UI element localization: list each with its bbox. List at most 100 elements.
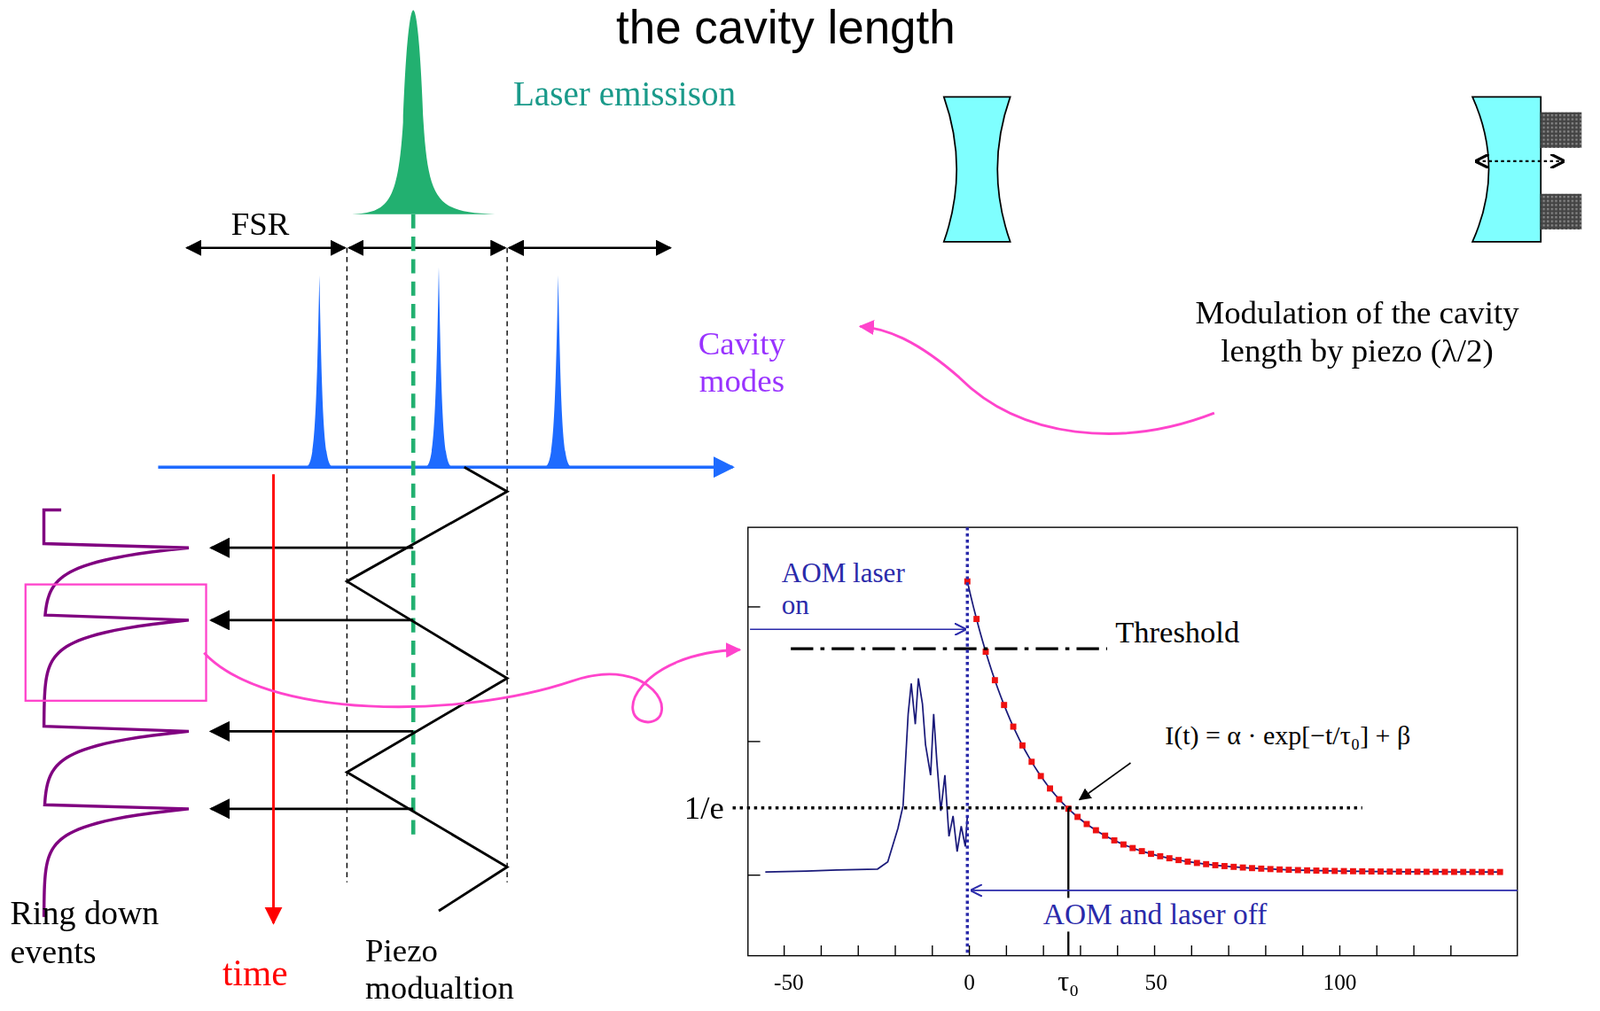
data-point xyxy=(1184,858,1191,866)
label: Ring down events xyxy=(10,895,200,973)
data-point xyxy=(1111,837,1118,844)
data-point xyxy=(1139,848,1146,855)
title: the cavity length xyxy=(616,0,956,55)
data-point xyxy=(1442,869,1449,876)
data-point xyxy=(1240,865,1247,872)
data-point xyxy=(1386,868,1393,875)
data-point xyxy=(1156,853,1163,860)
data-point xyxy=(1046,785,1054,792)
data-point xyxy=(1295,867,1302,875)
data-point xyxy=(1010,724,1017,731)
axis-tick xyxy=(1079,945,1081,957)
data-point xyxy=(1396,868,1403,875)
data-point xyxy=(1267,866,1274,873)
axis-tick xyxy=(894,945,896,957)
data-point xyxy=(1331,867,1338,875)
data-point xyxy=(1276,866,1283,874)
laser-line xyxy=(411,214,416,843)
data-point xyxy=(1432,868,1439,875)
axis-tick xyxy=(858,945,859,957)
data-point xyxy=(1194,859,1201,867)
laser-peak xyxy=(351,10,495,215)
data-point xyxy=(1478,869,1485,876)
label: FSR xyxy=(231,205,290,243)
data-point xyxy=(1230,864,1237,871)
highlight-box xyxy=(25,585,207,702)
data-point xyxy=(1459,869,1467,876)
pink-leader xyxy=(203,649,740,723)
label: τ₀ xyxy=(1057,965,1079,999)
decay-curve xyxy=(967,581,1500,873)
decay-points xyxy=(964,578,1504,876)
axis-tick xyxy=(1264,945,1266,957)
data-point xyxy=(1221,863,1228,870)
label: Piezo modualtion xyxy=(365,931,539,1007)
tick-label: 0 xyxy=(963,969,976,996)
axis-tick xyxy=(820,945,822,957)
data-point xyxy=(1451,869,1458,876)
data-point xyxy=(1248,865,1256,872)
data-point xyxy=(1350,868,1357,875)
pink-leader xyxy=(859,326,1214,434)
data-point xyxy=(1074,813,1081,820)
data-point xyxy=(1147,850,1155,858)
data-point xyxy=(1303,867,1311,875)
data-point xyxy=(1285,866,1292,874)
formula: I(t) = α · exp[−t/τ₀] + β xyxy=(1162,721,1414,752)
axis-tick xyxy=(931,945,933,957)
axis-tick xyxy=(968,945,970,957)
label: AOM laser on xyxy=(778,558,922,622)
aom-on-arrow xyxy=(749,628,966,631)
data-point xyxy=(1377,868,1384,875)
axis-tick xyxy=(1339,945,1341,957)
frequency-axis xyxy=(157,465,733,469)
axis-tick xyxy=(1376,945,1378,957)
data-point xyxy=(1368,868,1375,875)
data-point xyxy=(1038,772,1045,780)
data-point xyxy=(1257,866,1265,873)
one-over-e-line xyxy=(733,806,1363,810)
label: Threshold xyxy=(1112,615,1243,651)
data-point xyxy=(1129,845,1136,852)
data-point xyxy=(1019,742,1026,750)
data-point xyxy=(1101,833,1109,840)
data-point xyxy=(1175,857,1182,864)
motion-arrow xyxy=(1476,160,1564,163)
label: time xyxy=(222,953,289,997)
data-point xyxy=(1341,868,1348,875)
axis-tick xyxy=(783,945,785,957)
data-point xyxy=(1322,867,1329,875)
axis-tick xyxy=(1006,945,1007,957)
axis-tick xyxy=(1191,945,1193,957)
data-point xyxy=(1404,868,1412,875)
tick-label: 50 xyxy=(1145,969,1168,996)
data-point xyxy=(1413,868,1421,875)
data-point xyxy=(1487,869,1494,876)
axis-tick xyxy=(1154,945,1156,957)
ring-down-traces xyxy=(43,510,188,918)
label: Laser emissison xyxy=(513,73,736,114)
label: Cavity modes xyxy=(670,324,813,400)
data-point xyxy=(991,677,999,684)
tau-line xyxy=(1067,808,1070,957)
mirror xyxy=(944,96,1011,242)
axis-tick xyxy=(1450,945,1452,957)
axis-tick xyxy=(1227,945,1229,957)
label: Modulation of the cavity length by piezo… xyxy=(1158,294,1557,370)
mirror xyxy=(1472,96,1541,242)
noise-trace xyxy=(764,679,968,874)
axis-tick xyxy=(1042,945,1044,957)
data-point xyxy=(1497,869,1504,876)
data-point xyxy=(1120,842,1127,849)
data-point xyxy=(1055,796,1062,804)
axis-tick xyxy=(1412,945,1414,957)
axis-tick xyxy=(1116,945,1118,957)
data-point xyxy=(1358,868,1366,875)
time-arrow xyxy=(272,474,275,924)
axis-tick xyxy=(1302,945,1304,957)
tick-label: -50 xyxy=(773,969,804,996)
threshold-line xyxy=(790,647,1108,650)
data-point xyxy=(1313,867,1320,875)
plot-frame xyxy=(748,527,1518,956)
